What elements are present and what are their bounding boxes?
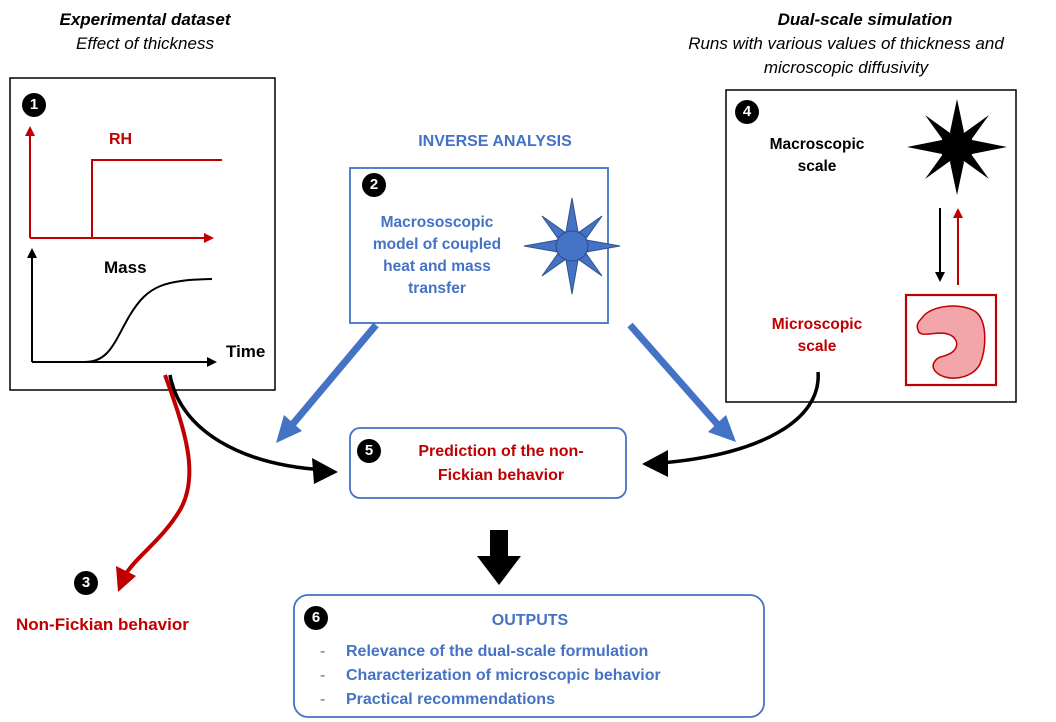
macro-line-1: Macroscopic (769, 136, 865, 153)
red-arrow-head (116, 566, 136, 592)
micro-line-2: scale (797, 338, 837, 355)
macro-line-2: scale (797, 158, 837, 175)
outputs-box (293, 594, 765, 718)
bullet: - (320, 667, 326, 684)
inverse-line-3: heat and mass (383, 258, 491, 275)
output-item-text: Characterization of microscopic behavior (346, 667, 661, 684)
inverse-line-2: model of coupled (372, 236, 502, 253)
inverse-line-4: transfer (408, 280, 466, 297)
bullet: - (320, 691, 326, 708)
rh-label: RH (109, 131, 133, 148)
red-arrow (123, 374, 192, 577)
output-item: - Relevance of the dual-scale formulation (320, 640, 661, 664)
bullet: - (320, 643, 326, 660)
prediction-line-2: Fickian behavior (437, 467, 565, 484)
output-item-text: Practical recommendations (346, 691, 555, 708)
macroscopic-scale-label: Macroscopic scale (752, 134, 882, 178)
rh-plot (25, 126, 222, 243)
step-5-badge: 5 (357, 439, 381, 463)
right-header-title: Dual-scale simulation (777, 10, 953, 29)
prediction-line-1: Prediction of the non- (418, 443, 584, 460)
step-4-badge: 4 (735, 100, 759, 124)
output-item-text: Relevance of the dual-scale formulation (346, 643, 649, 660)
black-arrow-left (168, 374, 326, 472)
step-3-badge: 3 (74, 571, 98, 595)
inverse-line-1: Macrososcopic (380, 214, 494, 231)
black-sun-icon (907, 99, 1007, 195)
outputs-header: OUTPUTS (491, 612, 569, 629)
outputs-list: - Relevance of the dual-scale formulation… (320, 640, 661, 712)
step-2-badge: 2 (362, 173, 386, 197)
inverse-analysis-header: INVERSE ANALYSIS (418, 133, 572, 150)
time-label: Time (226, 342, 266, 361)
non-fickian-label: Non-Fickian behavior (16, 615, 189, 634)
down-block-arrow (477, 530, 521, 585)
microscopic-scale-label: Microscopic scale (752, 314, 882, 358)
black-arrow-right-head (642, 450, 668, 477)
prediction-box (349, 427, 627, 499)
left-header-subtitle: Effect of thickness (76, 34, 214, 53)
right-header-subtitle-2: microscopic diffusivity (763, 58, 929, 77)
inverse-analysis-text: Macrososcopic model of coupled heat and … (362, 212, 512, 300)
black-arrow-left-head (312, 458, 338, 484)
output-item: - Characterization of microscopic behavio… (320, 664, 661, 688)
blue-sun-icon (523, 197, 621, 295)
step-1-badge: 1 (22, 93, 46, 117)
mass-plot (27, 248, 217, 367)
right-header-subtitle-1: Runs with various values of thickness an… (688, 34, 1004, 53)
black-arrow-right (659, 371, 820, 465)
output-item: - Practical recommendations (320, 688, 661, 712)
mass-label: Mass (104, 258, 147, 277)
experimental-box (9, 77, 276, 391)
micro-line-1: Microscopic (771, 316, 863, 333)
prediction-text: Prediction of the non- Fickian behavior (386, 440, 616, 488)
blue-arrows (276, 322, 736, 443)
microscopic-particle (916, 305, 986, 379)
left-header-title: Experimental dataset (59, 10, 231, 29)
step-6-badge: 6 (304, 606, 328, 630)
